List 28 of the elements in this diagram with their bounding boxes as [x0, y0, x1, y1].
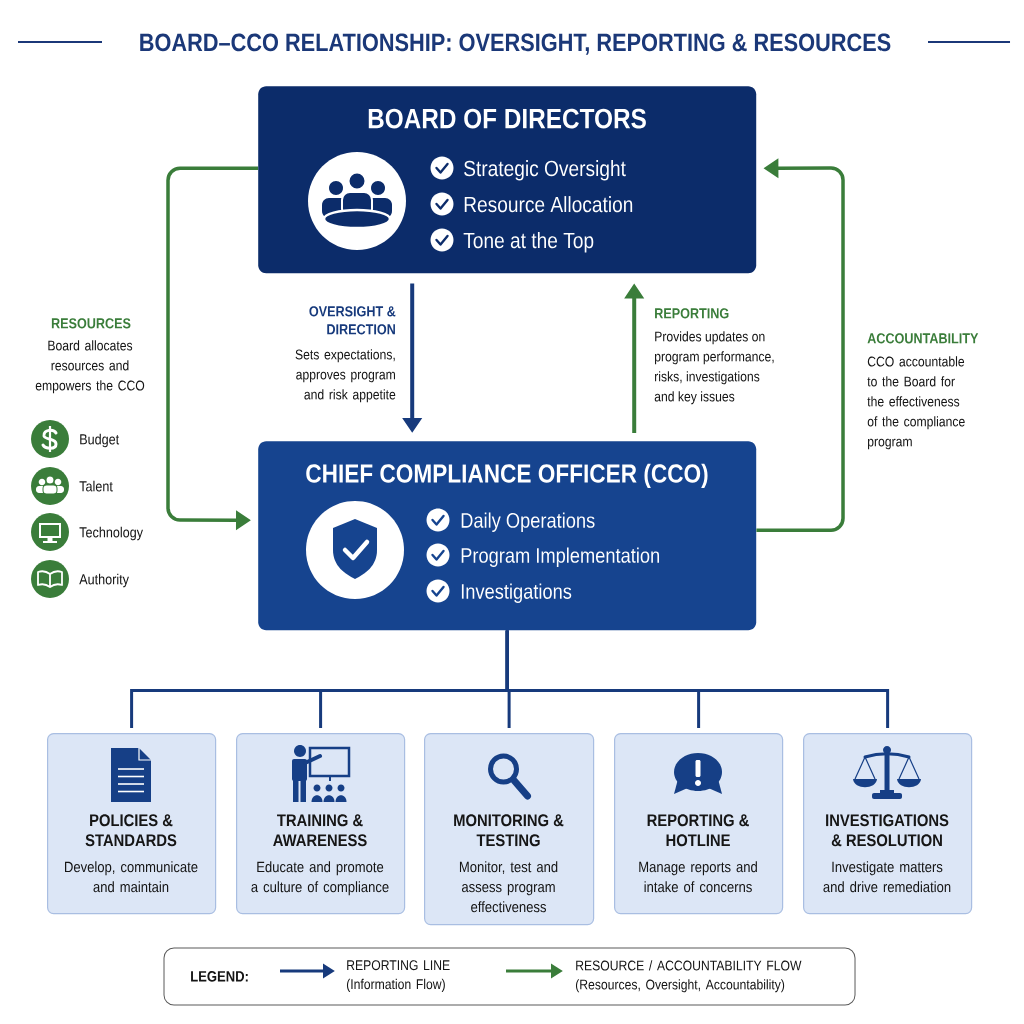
edge-label: RESOURCES [51, 318, 131, 329]
description-text: Provides updates on program performance, risks, investigations and key issues [654, 331, 774, 405]
title: BOARD–CCO RELATIONSHIP: OVERSIGHT, REPORTING & RESOURCES [140, 33, 891, 55]
function-card: MONITORING & TESTING Monitor, test and assess program effectiveness [424, 733, 595, 926]
function-card: INVESTIGATIONS & RESOLUTION Investigate matters and drive remediation [803, 733, 973, 915]
legend-text: REPORTING LINE (Information Flow) [346, 960, 450, 992]
function-card: REPORTING & HOTLINE Manage reports and intake of concerns [614, 733, 784, 915]
description-text: Board allocates resources and empowers the CCO [35, 340, 145, 394]
legend-text: RESOURCE / ACCOUNTABILITY FLOW (Resources, Oversight, Accountability) [575, 960, 802, 993]
edge-label: REPORTING [655, 308, 729, 319]
list-item: Strategic Oversight [464, 160, 626, 181]
description-text: CCO accountable to the Board for the effectiveness of the compliance program [867, 356, 965, 450]
list-item: Tone at the Top [463, 232, 594, 253]
resource-label: Authority [79, 573, 129, 588]
resource-label: Talent [79, 480, 113, 492]
edge-label: ACCOUNTABILITY [867, 333, 979, 344]
description-text: Sets expectations, approves program and risk appetite [295, 349, 396, 403]
list-item: Investigations [461, 583, 572, 604]
function-card: POLICIES & STANDARDS Develop, communicate and maintain [47, 733, 217, 915]
function-card: TRAINING & AWARENESS Educate and promote a culture of compliance [236, 733, 406, 915]
list-item: Resource Allocation [464, 196, 633, 213]
resource-label: Budget [80, 433, 120, 448]
legend-heading: LEGEND: [191, 971, 248, 982]
list-item: Daily Operations [461, 512, 595, 533]
connector-line [505, 630, 890, 728]
resource-label: Technology [79, 526, 143, 541]
edge-label: OVERSIGHT & DIRECTION [309, 306, 396, 335]
list-item: Program Implementation [461, 547, 659, 568]
